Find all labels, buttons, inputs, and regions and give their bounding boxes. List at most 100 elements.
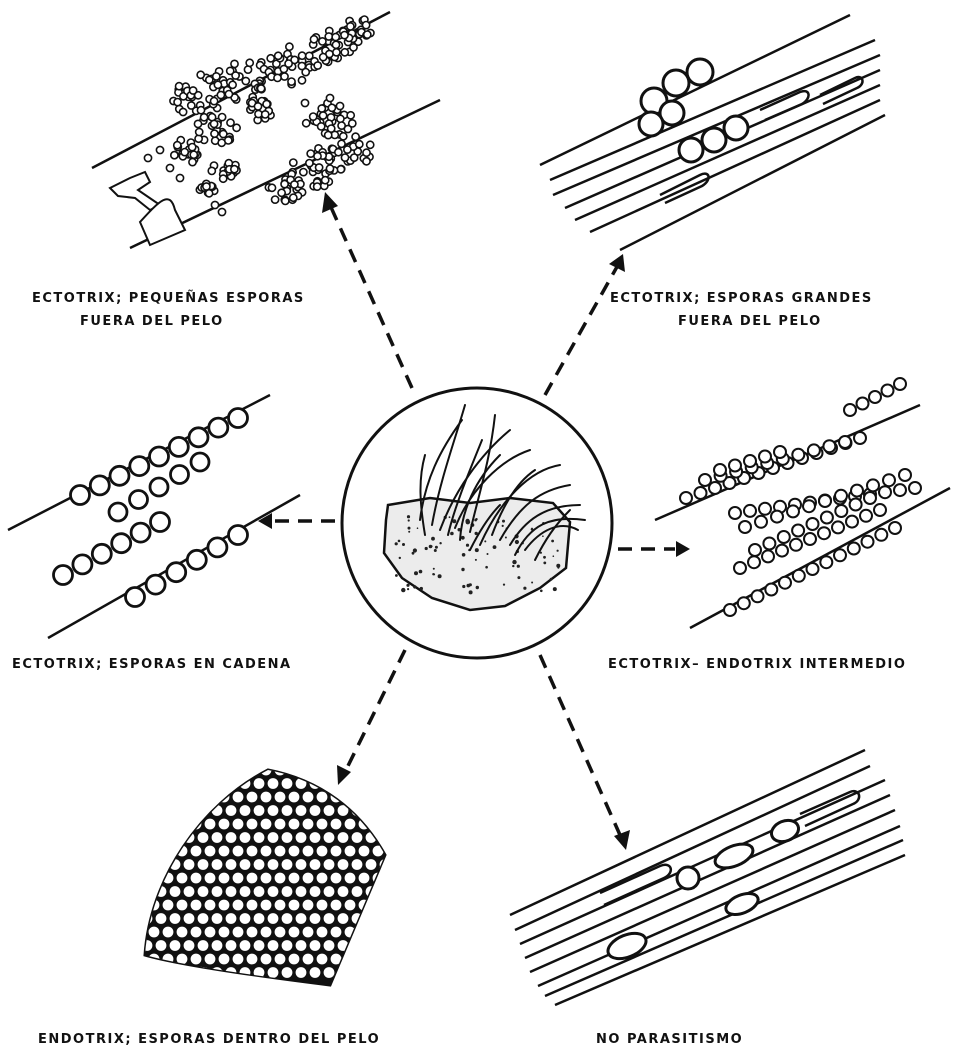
spore	[288, 845, 301, 858]
spore	[302, 818, 315, 831]
spore	[851, 485, 863, 497]
spore	[253, 777, 266, 790]
spore	[818, 527, 830, 539]
spore	[141, 966, 154, 979]
spore	[239, 966, 252, 979]
spore	[267, 885, 280, 898]
spore	[213, 73, 220, 80]
spore	[344, 845, 357, 858]
spore	[302, 953, 315, 966]
spore	[218, 872, 231, 885]
spore	[323, 777, 336, 790]
spore	[765, 584, 777, 596]
texture-dot	[435, 546, 438, 549]
spore	[288, 899, 301, 912]
spore	[150, 478, 168, 496]
spore	[176, 926, 189, 939]
spore	[306, 160, 313, 167]
spore	[729, 507, 741, 519]
texture-dot	[432, 573, 434, 575]
spore	[232, 764, 245, 777]
texture-dot	[399, 557, 401, 559]
spore	[134, 926, 147, 939]
spore	[274, 953, 287, 966]
spore	[151, 513, 170, 532]
texture-dot	[553, 587, 557, 591]
spore	[141, 939, 154, 952]
spore	[365, 912, 378, 925]
spore	[233, 124, 240, 131]
texture-dot	[502, 525, 504, 527]
spore	[349, 120, 356, 127]
spore	[73, 555, 92, 574]
spore	[187, 550, 206, 569]
texture-dot	[553, 555, 555, 557]
cell	[712, 839, 757, 873]
panel-ectotrix-small-spores	[92, 12, 440, 248]
spore	[379, 777, 392, 790]
spore	[225, 939, 238, 952]
spore	[169, 804, 182, 817]
spore	[323, 858, 336, 871]
spore	[190, 845, 203, 858]
texture-dot	[431, 545, 433, 547]
spore	[341, 154, 348, 161]
spore	[744, 455, 756, 467]
spore	[699, 474, 711, 486]
texture-dot	[467, 584, 471, 588]
spore	[176, 174, 183, 181]
hair-fiber	[530, 810, 895, 972]
spore	[316, 845, 329, 858]
spore	[316, 818, 329, 831]
spore	[267, 858, 280, 871]
texture-dot	[512, 565, 514, 567]
spore	[217, 91, 224, 98]
texture-dot	[449, 516, 451, 518]
spore	[379, 885, 392, 898]
spore	[320, 54, 327, 61]
spore	[267, 912, 280, 925]
spore	[316, 791, 329, 804]
spore	[211, 939, 224, 952]
spore	[176, 899, 189, 912]
spore	[338, 140, 345, 147]
arrowhead-mid-right	[676, 541, 690, 557]
spore	[807, 518, 819, 530]
spore	[295, 939, 308, 952]
spore	[162, 872, 175, 885]
panel-endotrix	[134, 764, 392, 985]
spore	[155, 858, 168, 871]
spore	[239, 912, 252, 925]
spore	[778, 531, 790, 543]
spore	[155, 966, 168, 979]
texture-dot	[474, 519, 477, 522]
spore	[176, 818, 189, 831]
spore	[211, 201, 218, 208]
spore	[792, 449, 804, 461]
texture-dot	[461, 536, 465, 540]
spore	[779, 577, 791, 589]
texture-dot	[485, 566, 488, 569]
spore	[335, 149, 342, 156]
texture-dot	[412, 552, 415, 555]
spore	[862, 536, 874, 548]
spore	[203, 183, 210, 190]
spore	[341, 49, 348, 56]
spore	[755, 516, 767, 528]
spore	[302, 764, 315, 777]
spore	[169, 885, 182, 898]
spore	[281, 939, 294, 952]
spore	[288, 872, 301, 885]
spore	[148, 845, 161, 858]
spore	[680, 492, 692, 504]
spore	[804, 533, 816, 545]
spore	[253, 885, 266, 898]
spore	[857, 398, 869, 410]
spore	[774, 446, 786, 458]
hair-fiber	[520, 780, 885, 944]
spore	[174, 99, 181, 106]
spore	[239, 831, 252, 844]
spore	[326, 94, 333, 101]
texture-dot	[395, 542, 398, 545]
